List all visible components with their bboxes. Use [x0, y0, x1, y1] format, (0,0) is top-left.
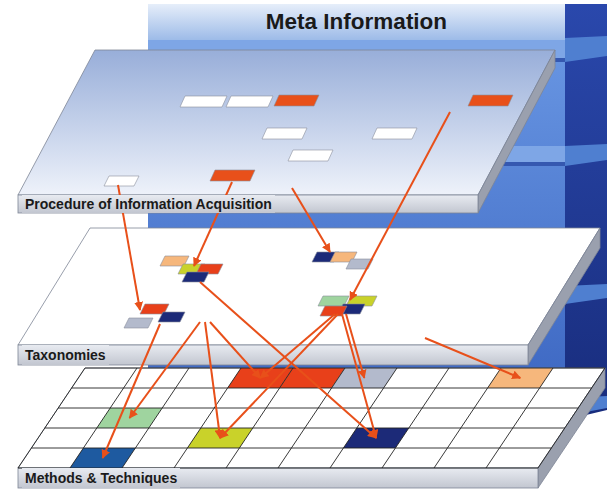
heading-band	[148, 4, 565, 40]
rail-side	[565, 144, 607, 166]
layer-plane: Procedure of Information Acquisition	[18, 50, 555, 213]
grid-line	[70, 368, 137, 468]
box-side-face	[565, 4, 607, 420]
grid-line	[486, 368, 553, 468]
layer-plane: Methods & Techniques	[18, 368, 605, 488]
grid-line	[174, 368, 241, 468]
chip	[372, 128, 417, 139]
layer-label: Procedure of Information Acquisition	[22, 195, 275, 213]
chip	[182, 272, 209, 282]
grid-line	[382, 368, 449, 468]
grid-line	[85, 368, 605, 369]
plane-front	[18, 345, 528, 365]
chip	[274, 95, 319, 106]
flow-arrow	[103, 324, 160, 458]
chip	[346, 259, 373, 269]
flow-arrow	[118, 185, 140, 310]
grid-line	[58, 408, 578, 409]
grid-cell	[187, 428, 252, 448]
grid-line	[434, 368, 501, 468]
grid-line	[45, 428, 565, 429]
plane-side	[528, 228, 600, 365]
chip	[320, 306, 347, 316]
grid-line	[72, 388, 592, 389]
flow-arrow	[194, 182, 232, 266]
box-title: Meta Information	[148, 4, 565, 40]
flow-arrow	[350, 112, 450, 300]
chip	[468, 95, 513, 106]
plane-front	[18, 468, 538, 488]
flow-arrow	[210, 322, 260, 378]
plane-top	[18, 50, 555, 195]
chip	[104, 176, 139, 186]
grid-cell	[70, 448, 135, 468]
grid-line	[330, 368, 397, 468]
chip	[288, 150, 333, 161]
chip	[262, 128, 307, 139]
chip	[226, 96, 273, 107]
flow-arrow	[260, 314, 335, 378]
flow-arrow	[220, 314, 338, 438]
grid-line	[18, 368, 85, 468]
flow-arrow	[200, 282, 376, 438]
layer-plane: Taxonomies	[18, 228, 600, 365]
layer-label: Methods & Techniques	[22, 468, 180, 488]
rail-side	[565, 36, 607, 62]
flow-arrow	[205, 322, 220, 438]
grid-line	[226, 368, 293, 468]
chip	[124, 318, 153, 328]
plane-shape	[18, 50, 555, 213]
grid-line	[278, 368, 345, 468]
plane-front	[18, 195, 478, 213]
grid-line	[538, 368, 605, 468]
plane-side	[478, 50, 555, 213]
grid-line	[122, 368, 189, 468]
flow-arrow	[425, 338, 520, 378]
flow-arrow	[292, 188, 330, 252]
flow-arrow	[342, 314, 376, 438]
plane-top	[18, 368, 605, 468]
grid-cell	[343, 428, 408, 448]
flow-arrow	[346, 314, 364, 378]
layer-label: Taxonomies	[22, 345, 109, 365]
chip	[180, 96, 227, 107]
plane-top	[18, 228, 600, 345]
grid-cell	[332, 368, 397, 388]
chip	[210, 170, 255, 181]
chip	[158, 312, 185, 322]
grid-line	[31, 448, 551, 449]
grid-cell	[488, 368, 553, 388]
grid-cell	[97, 408, 162, 428]
flow-arrow	[130, 322, 201, 418]
